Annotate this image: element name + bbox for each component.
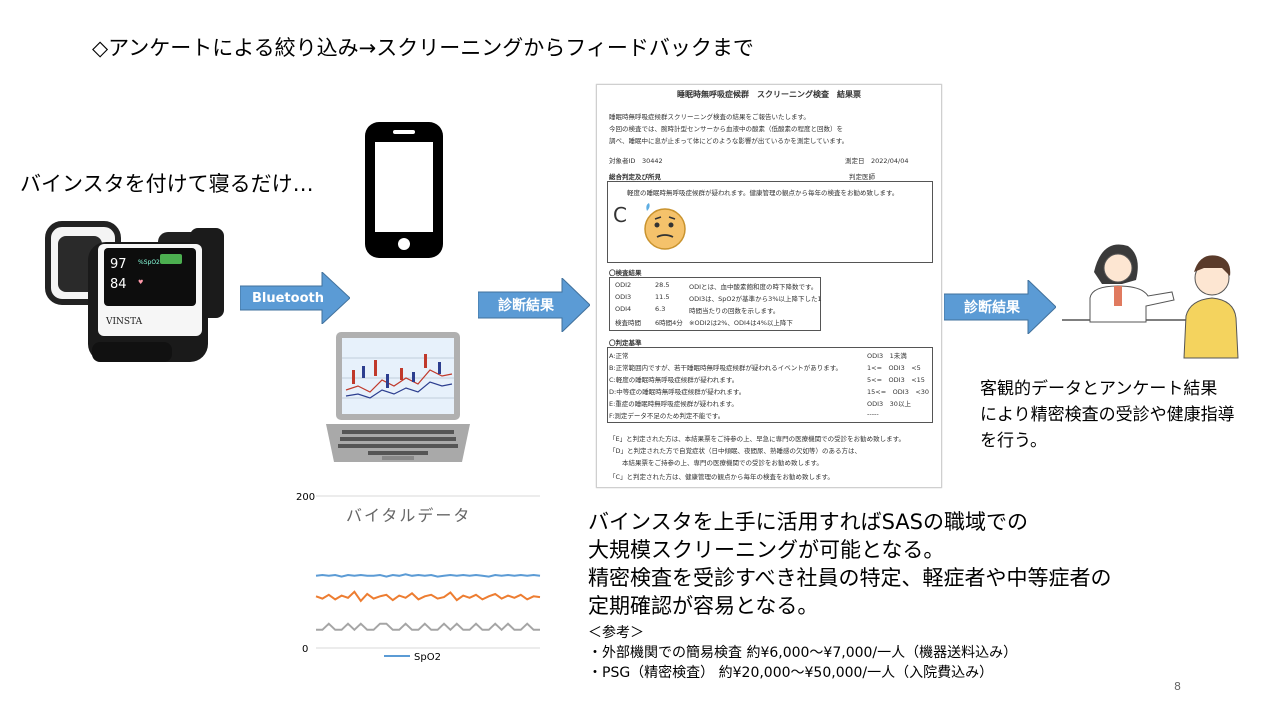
series-line-1 — [315, 573, 541, 578]
criteria-a: A:正常 — [609, 352, 629, 360]
report-title: 睡眠時無呼吸症候群 スクリーニング検査 結果票 — [677, 90, 861, 99]
odi-note-2: ODI3は、SpO2が基準から3%以上降下した1 — [689, 295, 822, 303]
svg-text:%SpO2: %SpO2 — [138, 259, 160, 266]
reference-item-1: ・外部機関での簡易検査 約¥6,000～¥7,000/一人（機器送料込み） — [588, 645, 1018, 661]
date-label: 測定日 — [845, 157, 865, 165]
subject-id-label: 対象者ID — [609, 157, 636, 165]
report-intro-1: 睡眠時無呼吸症候群スクリーニング検査の結果をご報告いたします。 — [609, 113, 810, 121]
note-3: 本結果票をご持参の上、専門の医療機関での受診をお勧め致します。 — [609, 459, 823, 467]
y-tick-top: 200 — [296, 492, 315, 503]
conclusion-line-3: 精密検査を受診すべき社員の特定、軽症者や中等症者の — [588, 566, 1112, 590]
result-arrow-1: 診断結果 — [478, 278, 590, 332]
conclusion-line-4: 定期確認が容易となる。 — [588, 594, 819, 618]
result-name-1: ODI2 — [615, 281, 632, 289]
reference-heading: ＜参考＞ — [588, 625, 644, 641]
page-number: 8 — [1174, 680, 1181, 693]
grade-letter: C — [613, 203, 627, 227]
result-value-2: 11.5 — [655, 293, 670, 301]
conclusion-line-2: 大規模スクリーニングが可能となる。 — [588, 538, 945, 562]
criteria-b-range: 1<= ODI3 <5 — [867, 364, 921, 372]
note-4: 「C」と判定された方は、健康管理の観点から毎年の検査をお勧め致します。 — [609, 473, 834, 481]
summary-line-2: により精密検査の受診や健康指導 — [980, 405, 1235, 425]
series-line-2 — [315, 590, 541, 603]
result-name-2: ODI3 — [615, 293, 632, 301]
worried-face-icon — [639, 203, 691, 253]
result-value-4: 6時間4分 — [655, 319, 683, 327]
result-arrow-1-label: 診断結果 — [498, 298, 554, 314]
criteria-d: D:中等症の睡眠時無呼吸症候群が疑われます。 — [609, 388, 746, 396]
device-reading-1: 97 — [110, 257, 127, 272]
result-value-1: 28.5 — [655, 281, 670, 289]
criteria-c-range: 5<= ODI3 <15 — [867, 376, 925, 384]
y-tick-bottom: 0 — [302, 644, 308, 655]
laptop-icon — [322, 330, 474, 470]
vital-chart-svg: 200 0 SpO2 — [296, 492, 541, 663]
vital-chart: 200 0 SpO2 — [290, 488, 550, 668]
reference-item-2: ・PSG（精密検査） 約¥20,000～¥50,000/一人（入院費込み） — [588, 665, 994, 681]
report-intro-2: 今回の検査では、腕時計型センサーから血液中の酸素（低酸素の程度と回数）を — [609, 125, 843, 133]
series-line-3 — [316, 622, 540, 632]
result-value-3: 6.3 — [655, 305, 666, 313]
criteria-c: C:軽度の睡眠時無呼吸症候群が疑われます。 — [609, 376, 739, 384]
smartphone-icon — [363, 120, 445, 260]
criteria-b: B:正常範囲内ですが、若干睡眠時無呼吸症候群が疑われるイベントがあります。 — [609, 364, 843, 372]
criteria-e-range: ODI3 30以上 — [867, 400, 911, 408]
device-reading-2: 84 — [110, 277, 127, 292]
doctor-patient-illustration — [1062, 232, 1240, 362]
doctor-label: 判定医師 — [849, 173, 875, 181]
odi-note-1: ODIとは、血中酸素飽和度の時下降数です。 — [689, 283, 818, 291]
criteria-label: 〇判定基準 — [609, 339, 642, 347]
summary-text: 客観的データとアンケート結果 により精密検査の受診や健康指導 を行う。 — [980, 376, 1235, 454]
criteria-f-range: ----- — [867, 410, 879, 418]
page-title: ◇アンケートによる絞り込み→スクリーニングからフィードバックまで — [92, 36, 754, 60]
criteria-e: E:重症の睡眠時無呼吸症候群が疑われます。 — [609, 400, 738, 408]
result-name-4: 検査時間 — [615, 319, 641, 327]
conclusion-line-1: バインスタを上手に活用すればSASの職域での — [588, 510, 1028, 534]
chart-title: バイタルデータ — [346, 506, 472, 525]
overall-label: 総合判定及び所見 — [609, 173, 661, 181]
subject-id: 30442 — [641, 157, 663, 165]
criteria-a-range: ODI3 1未満 — [867, 352, 907, 360]
screening-result-document: 睡眠時無呼吸症候群 スクリーニング検査 結果票 睡眠時無呼吸症候群スクリーニング… — [596, 84, 942, 488]
summary-line-3: を行う。 — [980, 431, 1047, 451]
summary-line-1: 客観的データとアンケート結果 — [980, 379, 1218, 399]
measure-date: 2022/04/04 — [871, 157, 909, 165]
device-brand: VINSTA — [105, 317, 143, 327]
bluetooth-label: Bluetooth — [252, 290, 324, 306]
note-1: 「E」と判定された方は、本結果票をご持参の上、早急に専門の医療機関での受診をお勧… — [609, 435, 905, 443]
result-arrow-2-label: 診断結果 — [964, 300, 1020, 316]
finding-text: 軽度の睡眠時無呼吸症候群が疑われます。健康管理の観点から毎年の検査をお勧め致しま… — [627, 189, 899, 197]
wearable-device-image: 97 84 %SpO2 ♥ VINSTA — [40, 214, 236, 382]
odi-note-4: ※ODI2は2%、ODI4は4%以上降下 — [689, 319, 793, 327]
note-2: 「D」と判定された方で自覚症状（日中傾眠、夜間尿、熟睡感の欠如等）のある方は、 — [609, 447, 862, 455]
report-intro-3: 調べ、睡眠中に息が止まって体にどのような影響が出ているかを測定しています。 — [609, 137, 849, 145]
conclusion-text: バインスタを上手に活用すればSASの職域での 大規模スクリーニングが可能となる。… — [588, 508, 1112, 620]
criteria-d-range: 15<= ODI3 <30 — [867, 388, 930, 396]
result-name-3: ODI4 — [615, 305, 632, 313]
criteria-f: F:測定データ不足のため判定不能です。 — [609, 412, 725, 420]
result-arrow-2: 診断結果 — [944, 280, 1056, 334]
tagline: バインスタを付けて寝るだけ… — [20, 172, 314, 196]
reference-block: ＜参考＞ ・外部機関での簡易検査 約¥6,000～¥7,000/一人（機器送料込… — [588, 623, 1017, 683]
bluetooth-arrow: Bluetooth — [240, 272, 350, 324]
odi-note-3: 時間当たりの回数を示します。 — [689, 307, 780, 315]
results-label: 〇検査結果 — [609, 269, 642, 277]
legend-label: SpO2 — [414, 652, 441, 663]
svg-text:♥: ♥ — [138, 279, 143, 286]
